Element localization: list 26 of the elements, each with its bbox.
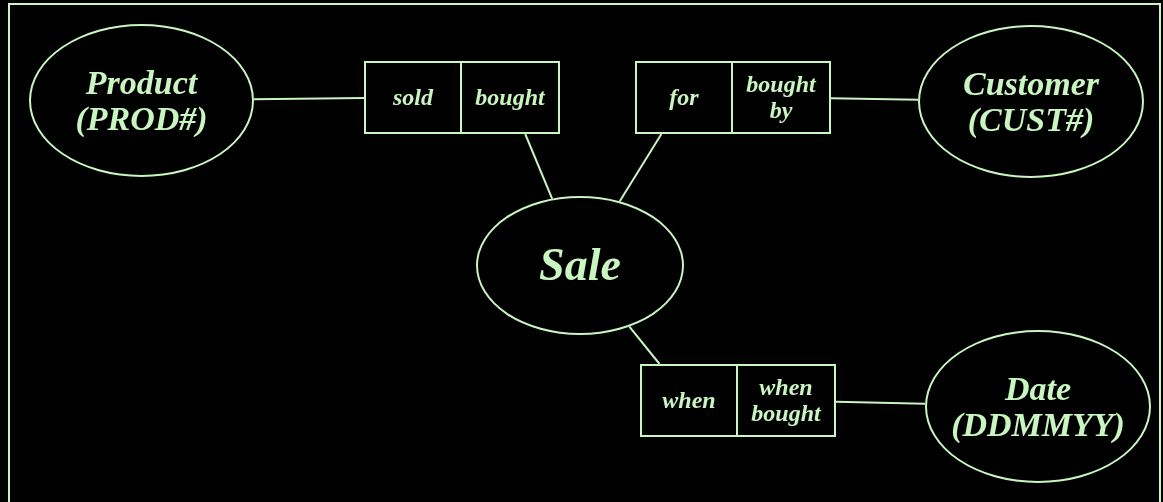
entity-name: Sale <box>539 241 621 290</box>
entity-name: Product (PROD#) <box>74 64 209 137</box>
entity-ellipse <box>476 196 684 335</box>
relationship-label: sold <box>393 84 433 111</box>
relationship-box <box>635 61 733 134</box>
entity-ellipse <box>918 25 1144 178</box>
connector-line <box>253 97 365 101</box>
relationship-box <box>640 364 738 437</box>
entity-ellipse <box>925 330 1151 483</box>
relationship-label: bought <box>475 84 545 111</box>
connector-line <box>618 133 663 203</box>
connector-line <box>835 400 927 405</box>
relationship-label: bought by <box>745 72 818 123</box>
connector-line <box>830 97 920 101</box>
relationship-box <box>736 364 836 437</box>
entity-ellipse <box>29 24 254 177</box>
relationship-label: for <box>669 84 699 111</box>
connector-line <box>628 325 661 365</box>
connector-line <box>524 133 554 200</box>
relationship-box <box>364 61 462 134</box>
relationship-label: when <box>662 387 716 414</box>
entity-name: Customer (CUST#) <box>961 65 1100 138</box>
relationship-box <box>460 61 560 134</box>
entity-name: Date (DDMMYY) <box>951 370 1125 443</box>
relationship-box <box>731 61 831 134</box>
relationship-label: when bought <box>750 375 823 426</box>
